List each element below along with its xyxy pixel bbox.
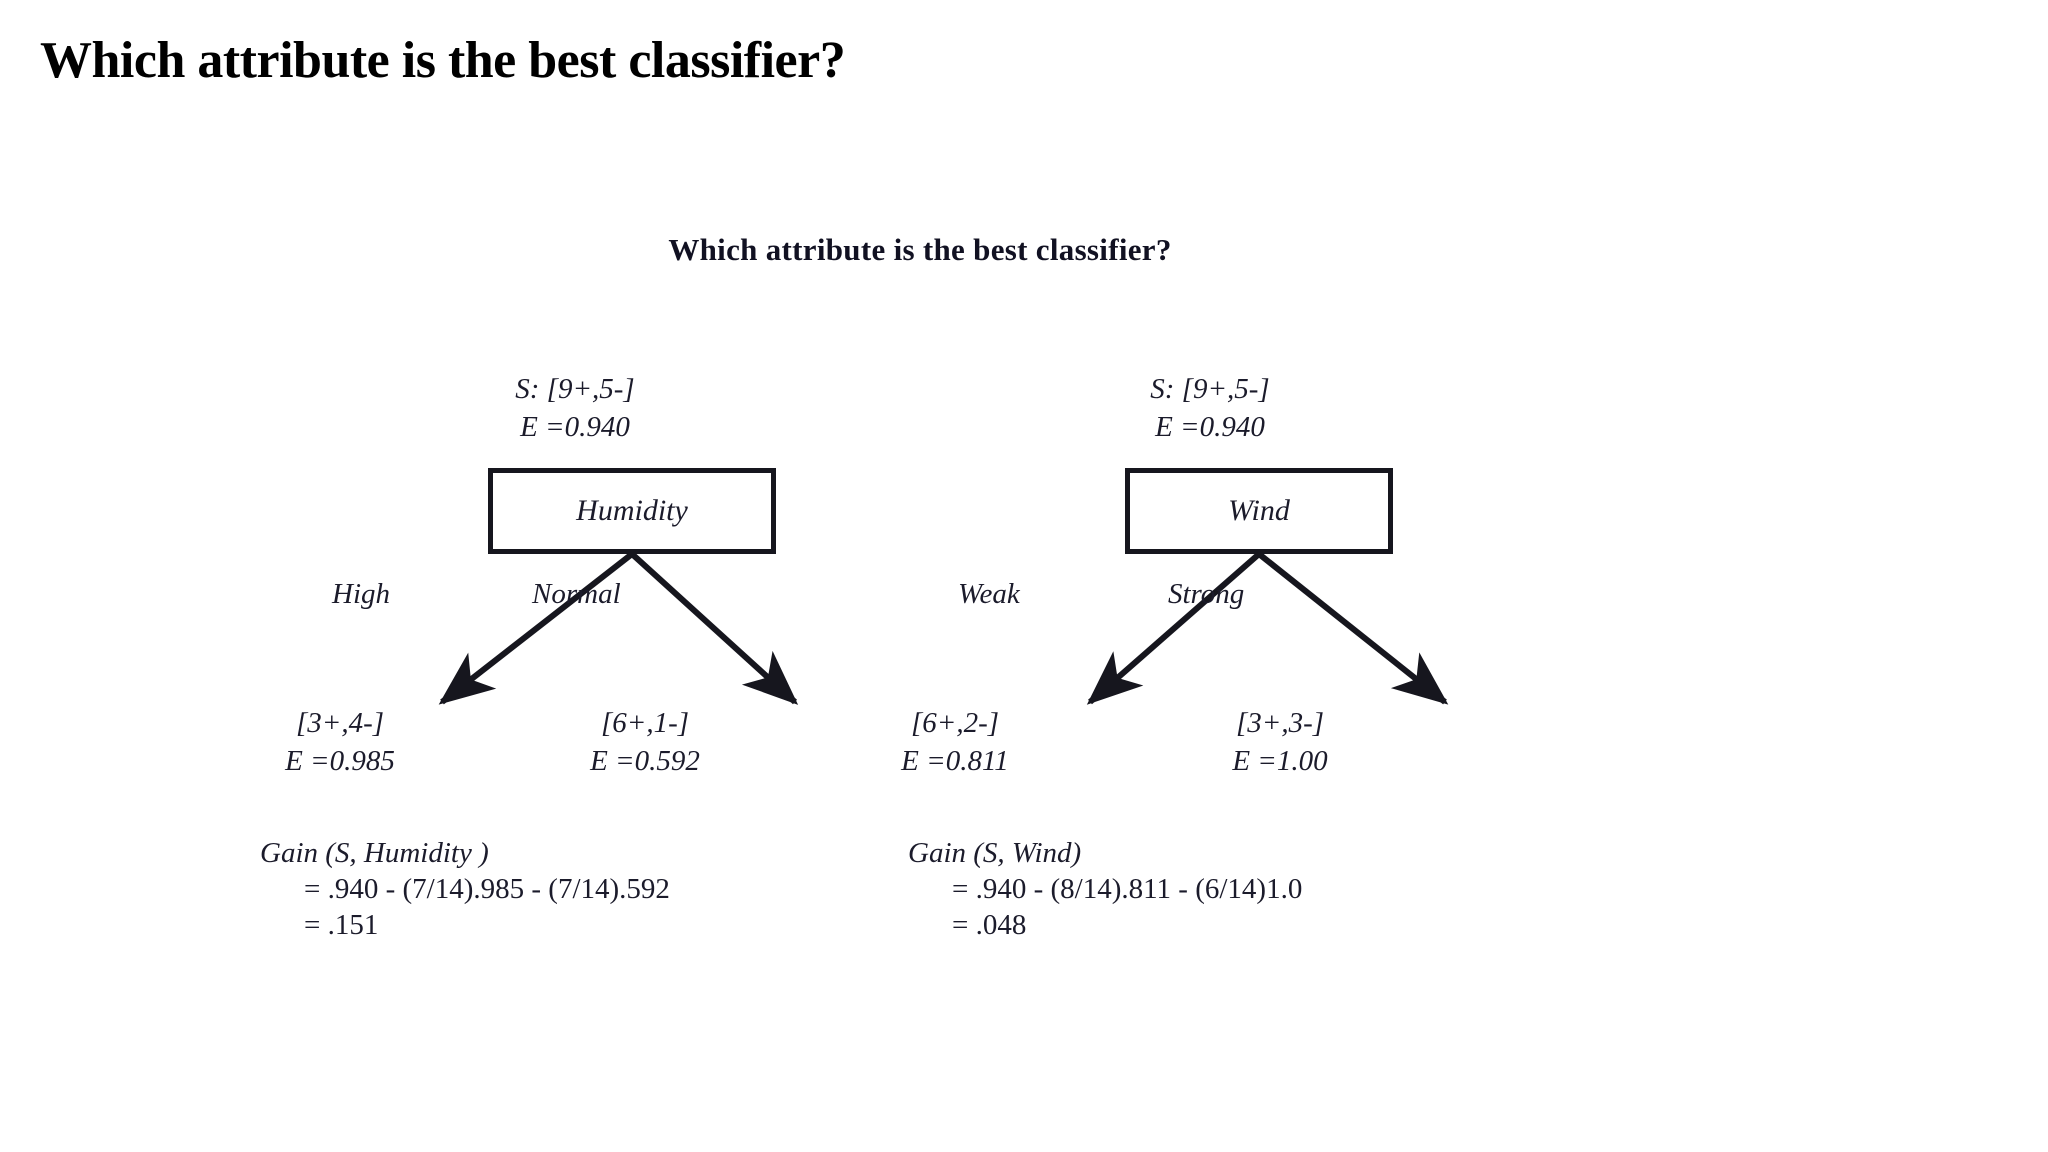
leaf-high-stats: [3+,4-] E =0.985 <box>190 704 490 780</box>
humidity-root-entropy: E =0.940 <box>520 411 630 443</box>
wind-root-entropy: E =0.940 <box>1155 411 1265 443</box>
attribute-node-wind: Wind <box>1125 468 1393 554</box>
leaf-weak-entropy: E =0.811 <box>901 745 1009 777</box>
leaf-high-sample: [3+,4-] <box>295 707 385 739</box>
gain-humidity-line-2: = .151 <box>304 909 379 941</box>
gain-humidity-header: Gain (S, Humidity ) <box>260 837 489 869</box>
leaf-normal-entropy: E =0.592 <box>590 745 700 777</box>
humidity-edges <box>438 551 799 705</box>
leaf-strong-entropy: E =1.00 <box>1232 745 1328 777</box>
branch-label-normal: Normal <box>532 578 621 610</box>
leaf-normal-sample: [6+,1-] <box>600 707 690 739</box>
wind-tree: S: [9+,5-] E =0.940 Wind Weak Strong [6+… <box>900 210 1550 1030</box>
wind-root-stats: S: [9+,5-] E =0.940 <box>1000 370 1420 446</box>
leaf-strong-sample: [3+,3-] <box>1235 707 1325 739</box>
leaf-weak-sample: [6+,2-] <box>910 707 1000 739</box>
gain-humidity-line-1: = .940 - (7/14).985 - (7/14).592 <box>304 873 670 905</box>
attribute-node-humidity: Humidity <box>488 468 776 554</box>
humidity-root-sample: S: [9+,5-] <box>515 373 635 405</box>
page-title: Which attribute is the best classifier? <box>40 32 846 89</box>
gain-wind-line-2: = .048 <box>952 909 1027 941</box>
decision-tree-figure: Which attribute is the best classifier? … <box>260 210 1570 1030</box>
humidity-root-stats: S: [9+,5-] E =0.940 <box>365 370 785 446</box>
leaf-strong-stats: [3+,3-] E =1.00 <box>1130 704 1430 780</box>
gain-wind-header: Gain (S, Wind) <box>908 837 1082 869</box>
leaf-normal-stats: [6+,1-] E =0.592 <box>495 704 795 780</box>
branch-label-strong: Strong <box>1168 578 1245 610</box>
leaf-weak-stats: [6+,2-] E =0.811 <box>805 704 1105 780</box>
gain-wind-block: Gain (S, Wind) = .940 - (8/14).811 - (6/… <box>908 835 1302 943</box>
edge-high <box>438 551 634 705</box>
wind-edges <box>1086 551 1449 705</box>
wind-root-sample: S: [9+,5-] <box>1150 373 1270 405</box>
figure-title: Which attribute is the best classifier? <box>668 232 1172 267</box>
leaf-high-entropy: E =0.985 <box>285 745 395 777</box>
branch-label-weak: Weak <box>958 578 1020 610</box>
branch-label-high: High <box>332 578 390 610</box>
humidity-tree: S: [9+,5-] E =0.940 Humidity High Normal… <box>260 210 920 1030</box>
edge-normal <box>629 551 799 705</box>
gain-wind-line-1: = .940 - (8/14).811 - (6/14)1.0 <box>952 873 1303 905</box>
edge-weak <box>1086 551 1261 705</box>
gain-humidity-block: Gain (S, Humidity ) = .940 - (7/14).985 … <box>260 835 670 943</box>
edge-strong <box>1257 551 1449 705</box>
